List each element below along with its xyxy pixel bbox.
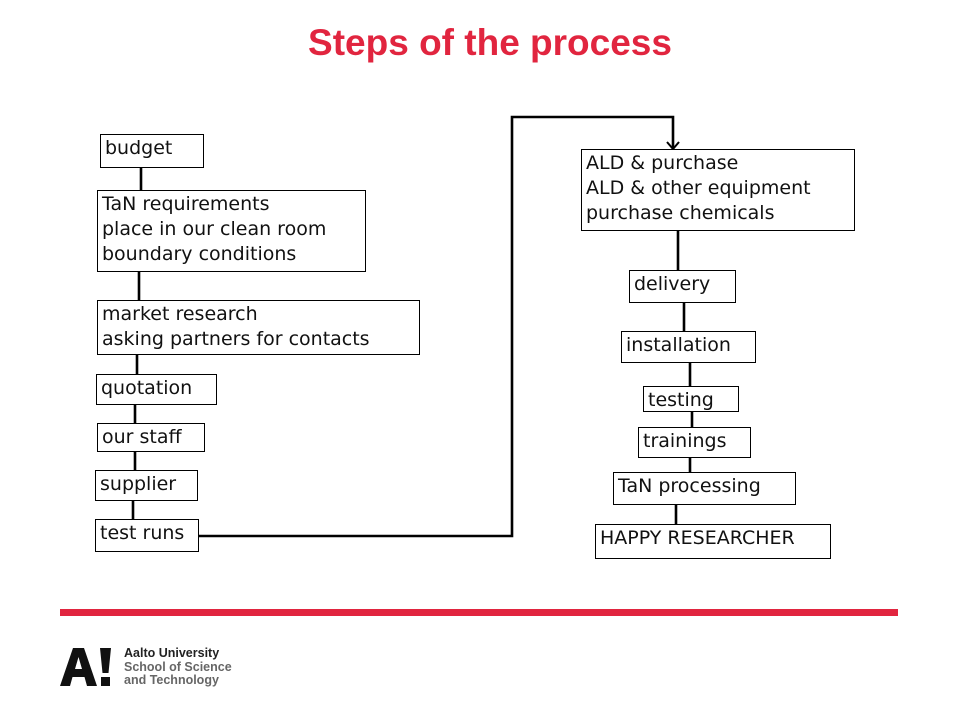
step-tan-processing: TaN processing	[613, 472, 796, 505]
step-installation: installation	[621, 331, 756, 363]
step-market-research: market research asking partners for cont…	[97, 300, 420, 355]
logo-technology: and Technology	[124, 673, 219, 687]
step-label: quotation	[101, 377, 193, 399]
aalto-logo-text: Aalto University School of Science and T…	[124, 646, 232, 688]
logo-school: School of Science	[124, 659, 232, 674]
step-label: installation	[626, 334, 731, 356]
step-label: trainings	[643, 430, 727, 452]
step-tan-requirements: TaN requirements place in our clean room…	[97, 190, 366, 272]
step-quotation: quotation	[96, 374, 217, 405]
step-label: TaN requirements	[102, 193, 270, 215]
step-label: supplier	[100, 473, 177, 495]
step-supplier: supplier	[95, 470, 198, 501]
step-budget: budget	[100, 134, 204, 168]
slide-title: Steps of the process	[308, 22, 672, 63]
step-test-runs: test runs	[95, 519, 199, 552]
step-our-staff: our staff	[97, 423, 205, 452]
step-label: budget	[105, 137, 173, 159]
step-label: market research	[102, 303, 258, 325]
step-label: test runs	[100, 522, 185, 544]
logo-university: Aalto University	[124, 646, 220, 660]
step-label: ALD & purchase	[586, 152, 739, 174]
step-label: purchase chemicals	[586, 202, 775, 224]
step-label: ALD & other equipment	[586, 177, 811, 199]
step-label: TaN processing	[618, 475, 761, 497]
aalto-logo-mark: A!	[60, 648, 111, 686]
step-label: delivery	[634, 273, 711, 295]
step-delivery: delivery	[629, 270, 736, 303]
footer-red-rule	[60, 609, 898, 616]
step-label: testing	[648, 389, 714, 411]
step-label: place in our clean room	[102, 218, 327, 240]
step-happy-researcher: HAPPY RESEARCHER	[595, 524, 831, 559]
step-label: our staff	[102, 426, 182, 448]
step-label: HAPPY RESEARCHER	[600, 527, 795, 549]
step-label: boundary conditions	[102, 243, 297, 265]
step-trainings: trainings	[638, 427, 751, 458]
step-testing: testing	[643, 386, 739, 412]
step-ald-purchase: ALD & purchase ALD & other equipment pur…	[581, 149, 855, 231]
step-label: asking partners for contacts	[102, 328, 370, 350]
